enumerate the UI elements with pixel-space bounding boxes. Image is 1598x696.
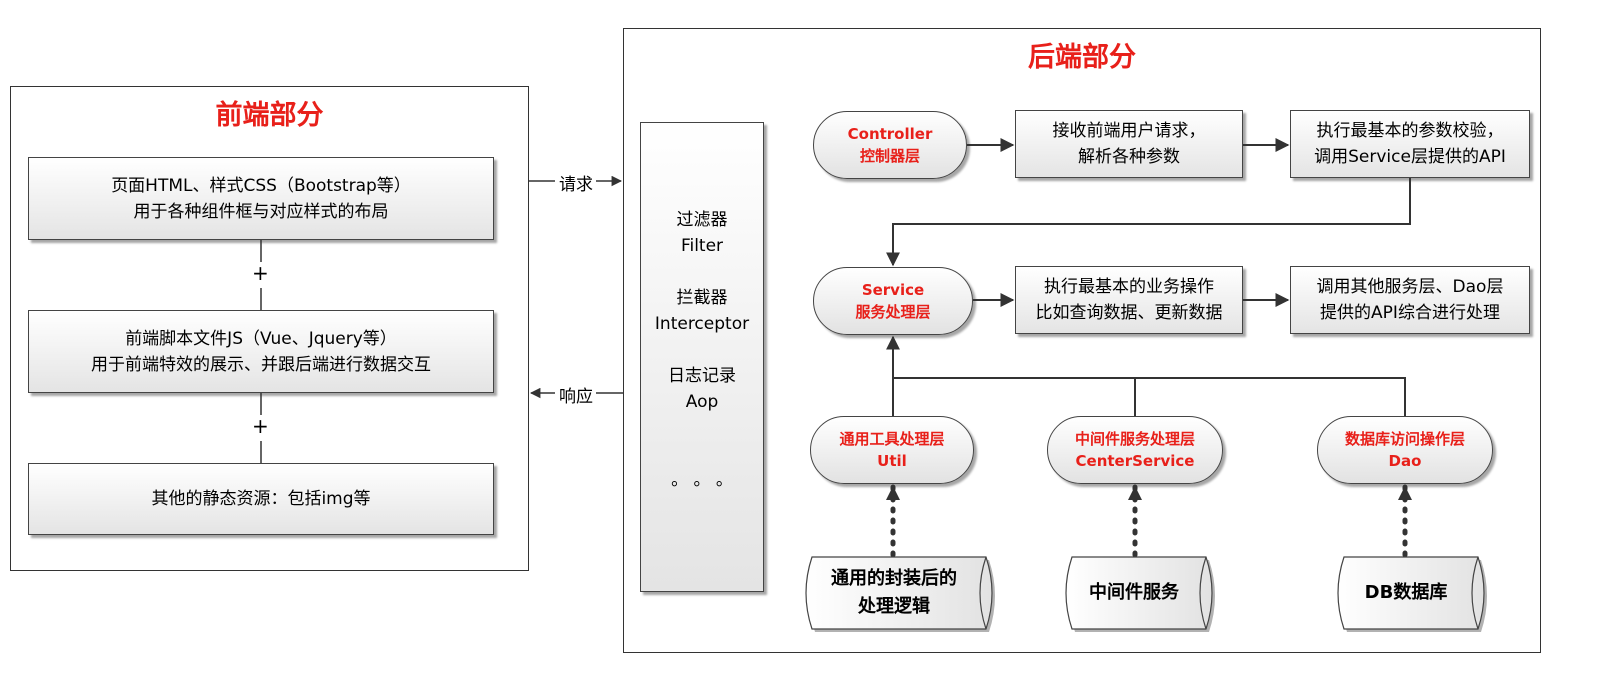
- controller-desc-validate-line2: 调用Service层提供的API: [1314, 147, 1506, 167]
- plus-sign-2: +: [252, 414, 269, 438]
- center-cn: 中间件服务处理层: [1074, 430, 1195, 448]
- service-desc-business-line2: 比如查询数据、更新数据: [1035, 303, 1223, 323]
- frontend-static-line1: 其他的静态资源：包括img等: [151, 489, 371, 509]
- util-store-label: 通用的封装后的 处理逻辑: [806, 557, 982, 629]
- util-cn: 通用工具处理层: [839, 430, 945, 448]
- service-en: Service: [861, 281, 925, 299]
- dao-store-label: DB数据库: [1336, 557, 1476, 629]
- log-cn: 日志记录: [668, 366, 736, 386]
- util-store-line2: 处理逻辑: [858, 596, 930, 617]
- filter-en: Filter: [680, 236, 724, 256]
- controller-desc-validate-line1: 执行最基本的参数校验，: [1316, 121, 1504, 141]
- center-store-line1: 中间件服务: [1089, 582, 1179, 603]
- controller-desc-parse-line2: 解析各种参数: [1078, 147, 1180, 167]
- util-en: Util: [877, 452, 907, 470]
- response-label: 响应: [557, 382, 595, 407]
- controller-en: Controller: [847, 125, 933, 143]
- util-store-line1: 通用的封装后的: [831, 568, 957, 589]
- center-store-label: 中间件服务: [1064, 557, 1204, 629]
- frontend-js-line1: 前端脚本文件JS（Vue、Jquery等）: [125, 328, 397, 349]
- interceptor-cn: 拦截器: [676, 288, 728, 308]
- dao-cn: 数据库访问操作层: [1344, 430, 1465, 448]
- dao-en: Dao: [1388, 452, 1422, 470]
- frontend-js-box: 前端脚本文件JS（Vue、Jquery等） 用于前端特效的展示、并跟后端进行数据…: [28, 310, 494, 393]
- center-en: CenterService: [1075, 452, 1195, 470]
- log-en: Aop: [685, 392, 719, 412]
- filter-cn: 过滤器: [676, 210, 728, 230]
- util-layer: 通用工具处理层 Util: [810, 416, 974, 484]
- center-service-layer: 中间件服务处理层 CenterService: [1047, 416, 1223, 484]
- plus-sign-1: +: [252, 261, 269, 285]
- frontend-title: 前端部分: [215, 100, 324, 131]
- backend-title: 后端部分: [1028, 42, 1136, 73]
- controller-cn: 控制器层: [859, 147, 920, 165]
- service-desc-business-line1: 执行最基本的业务操作: [1044, 277, 1214, 297]
- more-ellipsis: 。 。 。: [671, 470, 733, 490]
- frontend-html-css-box: 页面HTML、样式CSS（Bootstrap等） 用于各种组件框与对应样式的布局: [28, 157, 494, 240]
- validate-to-service-arrow: [886, 178, 1411, 267]
- service-desc-compose-line1: 调用其他服务层、Dao层: [1316, 277, 1504, 297]
- frontend-html-css-line2: 用于各种组件框与对应样式的布局: [133, 201, 389, 222]
- controller-desc-validate: 执行最基本的参数校验， 调用Service层提供的API: [1290, 110, 1530, 178]
- service-desc-business: 执行最基本的业务操作 比如查询数据、更新数据: [1015, 266, 1243, 334]
- service-layer: Service 服务处理层: [813, 267, 973, 335]
- service-desc-compose-line2: 提供的API综合进行处理: [1320, 303, 1500, 323]
- dao-store-line1: DB数据库: [1364, 582, 1448, 603]
- dao-layer: 数据库访问操作层 Dao: [1317, 416, 1493, 484]
- layers-bus: [893, 377, 1406, 416]
- service-cn: 服务处理层: [855, 303, 931, 321]
- frontend-js-line2: 用于前端特效的展示、并跟后端进行数据交互: [91, 354, 431, 375]
- request-label: 请求: [557, 170, 595, 195]
- interceptor-en: Interceptor: [654, 314, 750, 334]
- controller-layer: Controller 控制器层: [813, 111, 967, 179]
- controller-desc-parse: 接收前端用户请求， 解析各种参数: [1015, 110, 1243, 178]
- frontend-html-css-line1: 页面HTML、样式CSS（Bootstrap等）: [111, 175, 411, 196]
- frontend-static-box: 其他的静态资源：包括img等: [28, 463, 494, 535]
- service-desc-compose: 调用其他服务层、Dao层 提供的API综合进行处理: [1290, 266, 1530, 334]
- middleware-column: 过滤器 Filter 拦截器 Interceptor 日志记录 Aop 。 。 …: [640, 122, 764, 592]
- controller-desc-parse-line1: 接收前端用户请求，: [1052, 121, 1206, 141]
